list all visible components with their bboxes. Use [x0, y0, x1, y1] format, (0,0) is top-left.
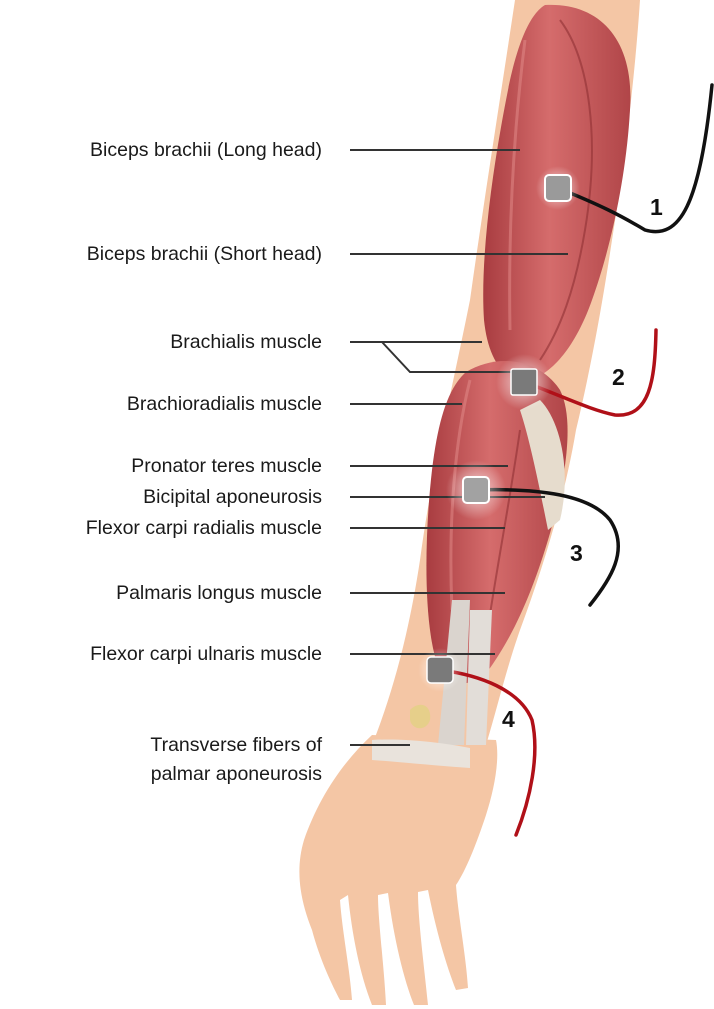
electrode-3 — [446, 460, 506, 520]
label-transverse-fibers-line1: Transverse fibers of — [150, 731, 322, 760]
electrode-number-1: 1 — [650, 194, 663, 221]
label-biceps-short: Biceps brachii (Short head) — [87, 243, 322, 265]
electrode-number-4: 4 — [502, 706, 515, 733]
electrode-1 — [536, 166, 580, 210]
label-brachioradialis: Brachioradialis muscle — [127, 393, 322, 415]
label-flexor-carpi-ulnaris: Flexor carpi ulnaris muscle — [90, 643, 322, 665]
electrode-2 — [496, 354, 552, 410]
label-transverse-fibers: Transverse fibers of palmar aponeurosis — [150, 731, 322, 789]
label-transverse-fibers-line2: palmar aponeurosis — [150, 760, 322, 789]
label-bicipital-aponeurosis: Bicipital aponeurosis — [143, 486, 322, 508]
label-pronator-teres: Pronator teres muscle — [131, 455, 322, 477]
label-biceps-long: Biceps brachii (Long head) — [90, 139, 322, 161]
electrode-number-2: 2 — [612, 364, 625, 391]
label-flexor-carpi-radialis: Flexor carpi radialis muscle — [86, 517, 322, 539]
electrode-4 — [418, 648, 462, 692]
label-brachialis: Brachialis muscle — [170, 331, 322, 353]
label-palmaris-longus: Palmaris longus muscle — [116, 582, 322, 604]
electrode-number-3: 3 — [570, 540, 583, 567]
